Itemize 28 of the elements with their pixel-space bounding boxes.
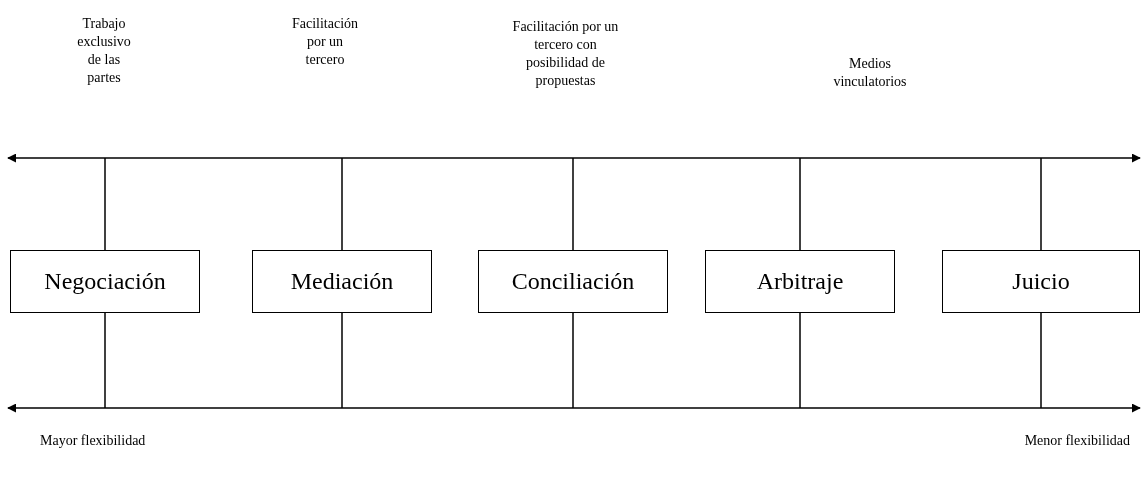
connector-line <box>799 157 801 251</box>
annotation-text: Trabajo exclusivo de las partes <box>76 15 132 87</box>
connector-line <box>572 312 574 409</box>
box-label: Arbitraje <box>756 268 844 295</box>
annotation-text: Medios vinculatorios <box>832 55 908 91</box>
process-box <box>942 250 1140 313</box>
connector-line <box>341 312 343 409</box>
connector-line <box>104 157 106 251</box>
connector-line <box>104 312 106 409</box>
box-label: Conciliación <box>511 268 635 295</box>
double-arrow-bar <box>6 403 1142 413</box>
process-box <box>252 250 432 313</box>
connector-line <box>572 157 574 251</box>
connector-line <box>1040 312 1042 409</box>
connector-line <box>1040 157 1042 251</box>
annotation-text: Facilitación por un tercero <box>290 15 360 69</box>
process-box <box>10 250 200 313</box>
connector-line <box>799 312 801 409</box>
double-arrow-bar <box>6 153 1142 163</box>
scale-end-label: Menor flexibilidad <box>1023 432 1130 450</box>
connector-line <box>341 157 343 251</box>
box-label: Mediación <box>290 268 394 295</box>
box-label: Juicio <box>1012 268 1070 295</box>
scale-end-label: Mayor flexibilidad <box>40 432 147 450</box>
process-box <box>478 250 668 313</box>
box-label: Negociación <box>44 268 166 295</box>
annotation-text: Facilitación por un tercero con posibilidad de propuestas <box>511 18 620 90</box>
process-box <box>705 250 895 313</box>
